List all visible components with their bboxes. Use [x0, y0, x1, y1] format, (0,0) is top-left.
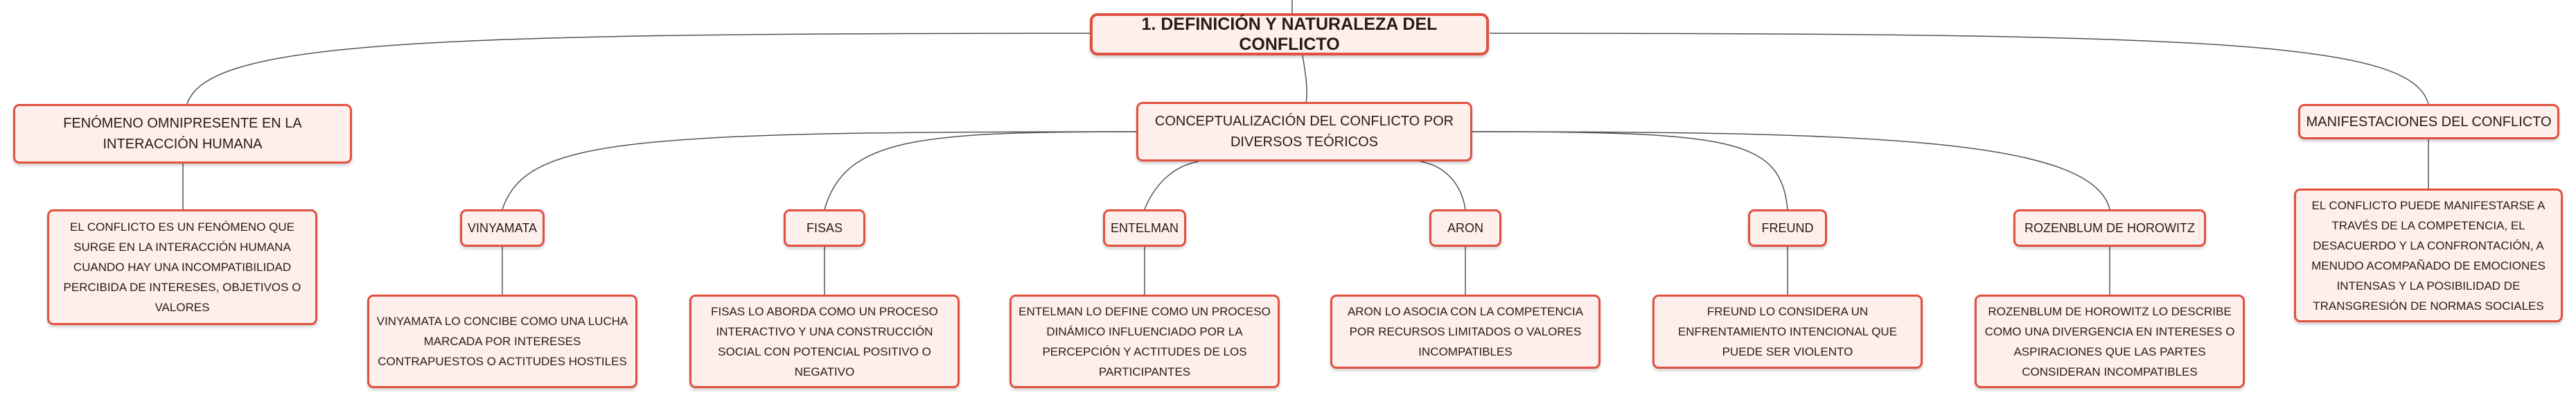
connector-to-vinyamata: [502, 131, 1137, 210]
detail-freund[interactable]: FREUND LO CONSIDERA UN ENFRENTAMIENTO IN…: [1652, 295, 1923, 369]
detail-freund-text: FREUND LO CONSIDERA UN ENFRENTAMIENTO IN…: [1677, 305, 1898, 358]
connector-to-entelman: [1144, 161, 1199, 210]
detail-aron-text: ARON LO ASOCIA CON LA COMPETENCIA POR RE…: [1347, 305, 1584, 358]
connector-root-manifestaciones: [1489, 33, 2429, 105]
detail-aron[interactable]: ARON LO ASOCIA CON LA COMPETENCIA POR RE…: [1330, 295, 1600, 369]
node-fenomeno-label: FENÓMENO OMNIPRESENTE EN LA INTERACCIÓN …: [63, 116, 302, 152]
detail-fisas[interactable]: FISAS LO ABORDA COMO UN PROCESO INTERACT…: [689, 295, 960, 388]
theorist-entelman-label: ENTELMAN: [1111, 221, 1179, 235]
detail-manifestaciones-text: EL CONFLICTO PUEDE MANIFESTARSE A TRAVÉS…: [2311, 198, 2546, 313]
detail-entelman-text: ENTELMAN LO DEFINE COMO UN PROCESO DINÁM…: [1018, 304, 1271, 378]
node-conceptualizacion-label: CONCEPTUALIZACIÓN DEL CONFLICTO POR DIVE…: [1154, 114, 1454, 150]
node-manifestaciones[interactable]: MANIFESTACIONES DEL CONFLICTO: [2298, 104, 2559, 139]
connector-to-aron: [1420, 161, 1466, 210]
theorist-rozenblum[interactable]: ROZENBLUM DE HOROWITZ: [2013, 209, 2206, 247]
detail-manifestaciones[interactable]: EL CONFLICTO PUEDE MANIFESTARSE A TRAVÉS…: [2294, 189, 2563, 322]
theorist-aron-label: ARON: [1447, 221, 1483, 235]
node-fenomeno[interactable]: FENÓMENO OMNIPRESENTE EN LA INTERACCIÓN …: [13, 104, 352, 164]
root-node[interactable]: 1. DEFINICIÓN Y NATURALEZA DEL CONFLICTO: [1090, 13, 1489, 55]
detail-vinyamata[interactable]: VINYAMATA LO CONCIBE COMO UNA LUCHA MARC…: [367, 295, 637, 388]
detail-fenomeno-text: EL CONFLICTO ES UN FENÓMENO QUE SURGE EN…: [63, 220, 301, 314]
detail-rozenblum-text: ROZENBLUM DE HOROWITZ LO DESCRIBE COMO U…: [1984, 304, 2235, 378]
detail-rozenblum[interactable]: ROZENBLUM DE HOROWITZ LO DESCRIBE COMO U…: [1975, 295, 2245, 388]
theorist-fisas[interactable]: FISAS: [784, 209, 865, 247]
detail-fisas-text: FISAS LO ABORDA COMO UN PROCESO INTERACT…: [711, 304, 938, 378]
detail-fenomeno[interactable]: EL CONFLICTO ES UN FENÓMENO QUE SURGE EN…: [47, 209, 317, 325]
theorist-freund-label: FREUND: [1761, 221, 1814, 235]
theorist-entelman[interactable]: ENTELMAN: [1103, 209, 1186, 247]
theorist-freund[interactable]: FREUND: [1748, 209, 1827, 247]
connector-to-rozenblum: [1472, 131, 2110, 210]
root-label: 1. DEFINICIÓN Y NATURALEZA DEL CONFLICTO: [1141, 14, 1438, 54]
theorist-aron[interactable]: ARON: [1429, 209, 1501, 247]
theorist-vinyamata-label: VINYAMATA: [468, 221, 538, 235]
connector-root-conceptualizacion: [1302, 55, 1307, 105]
connector-to-fisas: [824, 131, 1137, 210]
node-conceptualizacion[interactable]: CONCEPTUALIZACIÓN DEL CONFLICTO POR DIVE…: [1136, 102, 1472, 161]
theorist-rozenblum-label: ROZENBLUM DE HOROWITZ: [2024, 221, 2195, 235]
theorist-vinyamata[interactable]: VINYAMATA: [460, 209, 545, 247]
node-manifestaciones-label: MANIFESTACIONES DEL CONFLICTO: [2306, 114, 2552, 130]
connector-root-fenomeno: [186, 33, 1095, 105]
connector-to-freund: [1472, 131, 1788, 210]
detail-entelman[interactable]: ENTELMAN LO DEFINE COMO UN PROCESO DINÁM…: [1009, 295, 1280, 388]
theorist-fisas-label: FISAS: [806, 221, 843, 235]
detail-vinyamata-text: VINYAMATA LO CONCIBE COMO UNA LUCHA MARC…: [376, 315, 628, 368]
